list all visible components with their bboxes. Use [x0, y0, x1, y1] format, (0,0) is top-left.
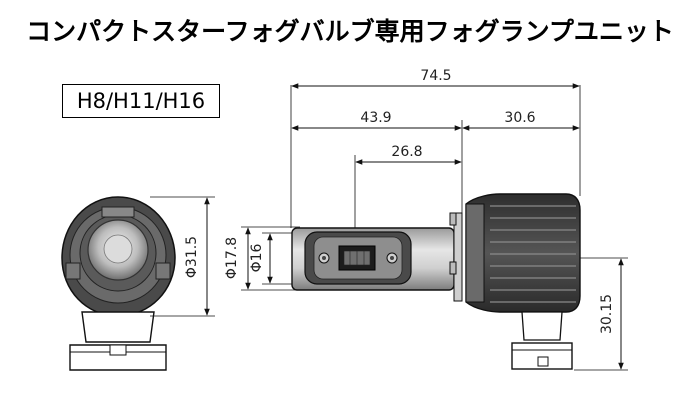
- heatsink: [465, 193, 581, 313]
- front-tab-right: [155, 262, 171, 280]
- front-connector: [69, 344, 167, 371]
- page-title: コンパクトスターフォグバルブ専用フォグランプユニット: [26, 17, 674, 46]
- dim-body-diameter-inner: Φ16: [249, 243, 265, 272]
- dim-connector-height: 30.15: [599, 294, 615, 334]
- side-view: [291, 193, 581, 370]
- front-neck: [81, 311, 155, 343]
- front-tab-left: [65, 262, 81, 280]
- collar-tab: [449, 212, 457, 226]
- collar: [453, 212, 463, 302]
- side-neck: [521, 311, 563, 341]
- front-view: [61, 196, 176, 371]
- dim-body-length: 43.9: [360, 110, 391, 126]
- dim-overall-length: 74.5: [420, 68, 451, 84]
- dim-board-offset: 26.8: [391, 144, 422, 160]
- dim-head-length: 30.6: [504, 110, 535, 126]
- front-tab-top: [101, 206, 135, 218]
- front-lens-core: [103, 234, 133, 264]
- model-label: H8/H11/H16: [62, 84, 220, 118]
- dim-body-diameter-outer: Φ17.8: [224, 237, 240, 279]
- dim-front-diameter: Φ31.5: [184, 236, 200, 278]
